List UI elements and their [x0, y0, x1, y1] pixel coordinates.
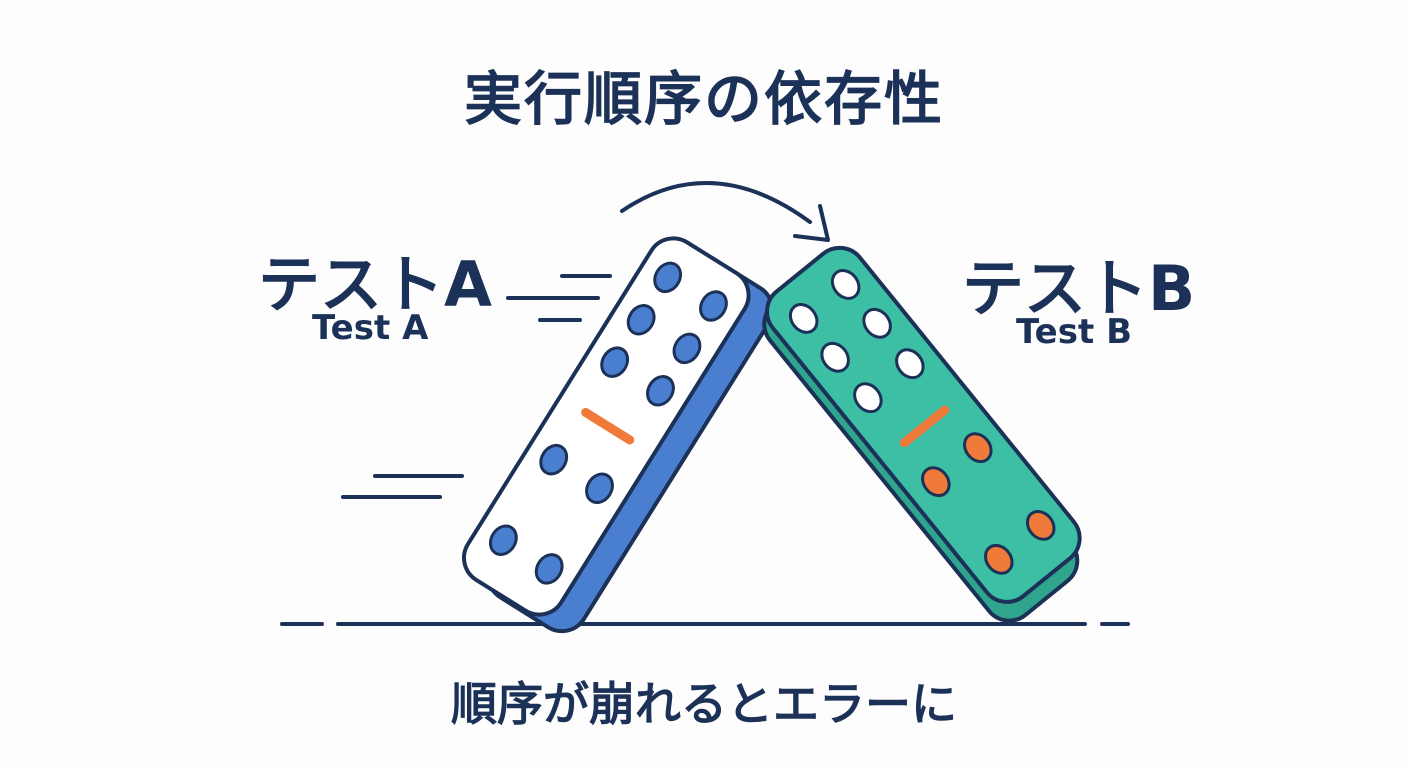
page-title: 実行順序の依存性 — [463, 65, 944, 133]
test-b-label-en: Test B — [1016, 312, 1132, 352]
speed-lines-icon — [506, 274, 612, 322]
test-a-label-jp: テストA — [258, 248, 492, 321]
test-a-label-en: Test A — [312, 308, 429, 348]
domino-a-icon — [462, 236, 775, 634]
caption: 順序が崩れるとエラーに — [451, 677, 957, 731]
test-b-label-jp: テストB — [962, 252, 1196, 325]
domino-b-icon — [762, 245, 1082, 623]
speed-lines-icon — [341, 474, 464, 499]
curved-arrow-icon — [620, 181, 830, 242]
